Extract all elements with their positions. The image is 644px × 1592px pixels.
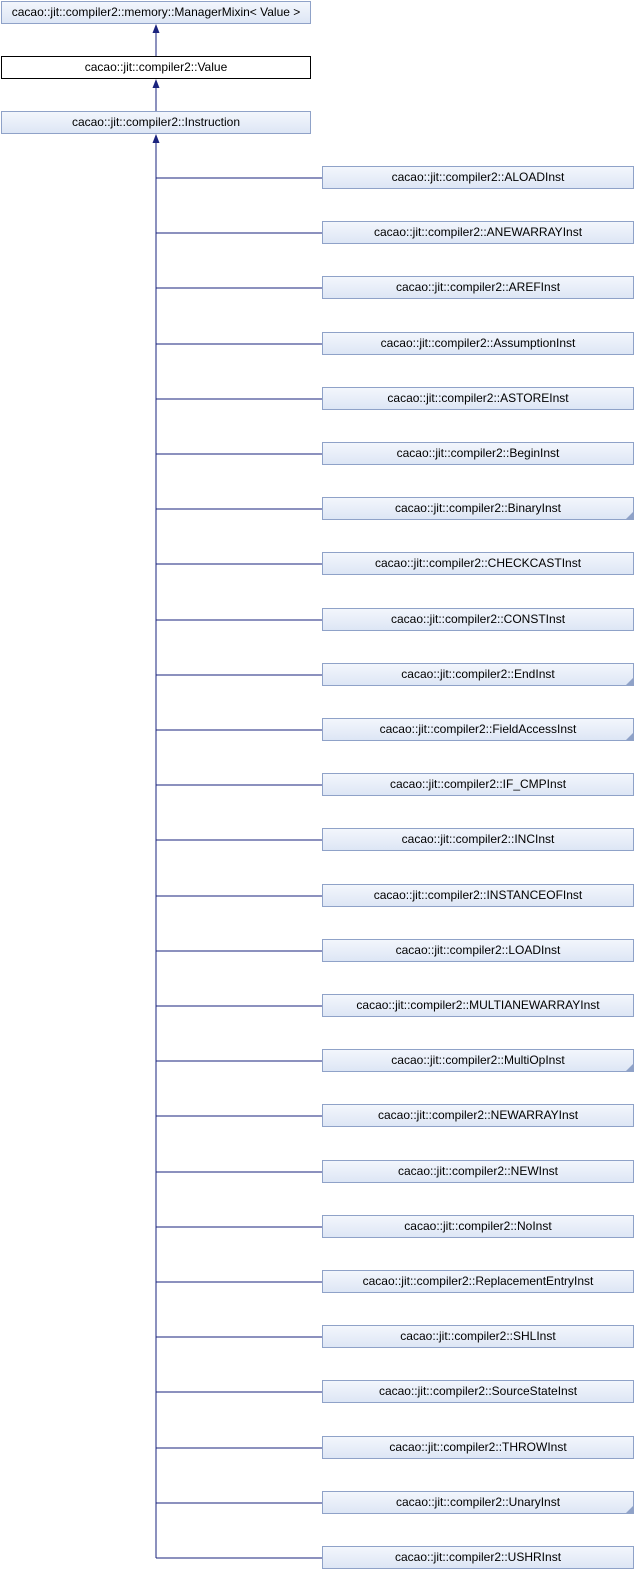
- class-node-label: cacao::jit::compiler2::CONSTInst: [390, 612, 566, 626]
- class-node-label: cacao::jit::compiler2::memory::ManagerMi…: [11, 5, 301, 19]
- class-node-label: cacao::jit::compiler2::IF_CMPInst: [389, 777, 567, 791]
- class-node-checkcastinst[interactable]: cacao::jit::compiler2::CHECKCASTInst: [322, 552, 634, 575]
- class-node-label: cacao::jit::compiler2::BinaryInst: [394, 501, 562, 515]
- class-node-newarrayinst[interactable]: cacao::jit::compiler2::NEWARRAYInst: [322, 1104, 634, 1127]
- class-node-label: cacao::jit::compiler2::MultiOpInst: [391, 1053, 565, 1067]
- class-node-label: cacao::jit::compiler2::FieldAccessInst: [379, 722, 577, 736]
- collapsed-children-marker: [626, 678, 633, 685]
- collapsed-children-marker: [626, 1506, 633, 1513]
- class-node-label: cacao::jit::compiler2::ANEWARRAYInst: [373, 225, 583, 239]
- class-node-begininst[interactable]: cacao::jit::compiler2::BeginInst: [322, 442, 634, 465]
- class-node-anewarrayinst[interactable]: cacao::jit::compiler2::ANEWARRAYInst: [322, 221, 634, 244]
- class-node-unaryinst[interactable]: cacao::jit::compiler2::UnaryInst: [322, 1491, 634, 1514]
- inheritance-arrow-icon: [152, 79, 160, 88]
- class-node-value: cacao::jit::compiler2::Value: [1, 56, 311, 79]
- class-node-label: cacao::jit::compiler2::NEWInst: [397, 1164, 559, 1178]
- class-node-label: cacao::jit::compiler2::INCInst: [401, 832, 555, 846]
- class-node-label: cacao::jit::compiler2::UnaryInst: [395, 1495, 561, 1509]
- class-node-label: cacao::jit::compiler2::AREFInst: [395, 280, 561, 294]
- class-node-label: cacao::jit::compiler2::ASTOREInst: [387, 391, 569, 405]
- class-node-label: cacao::jit::compiler2::THROWInst: [389, 1440, 567, 1454]
- class-node-aloadinst[interactable]: cacao::jit::compiler2::ALOADInst: [322, 166, 634, 189]
- class-node-replacemententryinst[interactable]: cacao::jit::compiler2::ReplacementEntryI…: [322, 1270, 634, 1293]
- class-node-ushrinst[interactable]: cacao::jit::compiler2::USHRInst: [322, 1546, 634, 1569]
- class-node-label: cacao::jit::compiler2::ALOADInst: [391, 170, 565, 184]
- class-node-incinst[interactable]: cacao::jit::compiler2::INCInst: [322, 828, 634, 851]
- class-node-label: cacao::jit::compiler2::CHECKCASTInst: [374, 556, 582, 570]
- class-node-label: cacao::jit::compiler2::Instruction: [71, 115, 241, 129]
- class-node-newinst[interactable]: cacao::jit::compiler2::NEWInst: [322, 1160, 634, 1183]
- class-node-label: cacao::jit::compiler2::AssumptionInst: [380, 336, 576, 350]
- class-node-label: cacao::jit::compiler2::Value: [84, 60, 228, 74]
- collapsed-children-marker: [626, 512, 633, 519]
- class-node-label: cacao::jit::compiler2::NEWARRAYInst: [377, 1108, 579, 1122]
- class-node-label: cacao::jit::compiler2::BeginInst: [396, 446, 560, 460]
- class-node-label: cacao::jit::compiler2::MULTIANEWARRAYIns…: [356, 998, 600, 1012]
- class-node-label: cacao::jit::compiler2::USHRInst: [394, 1550, 562, 1564]
- inheritance-arrow-icon: [152, 134, 160, 143]
- class-node-multianewarrayinst[interactable]: cacao::jit::compiler2::MULTIANEWARRAYIns…: [322, 994, 634, 1017]
- class-node-label: cacao::jit::compiler2::SourceStateInst: [378, 1384, 578, 1398]
- class-node-multiopinst[interactable]: cacao::jit::compiler2::MultiOpInst: [322, 1049, 634, 1072]
- class-node-binaryinst[interactable]: cacao::jit::compiler2::BinaryInst: [322, 497, 634, 520]
- class-node-fieldaccessinst[interactable]: cacao::jit::compiler2::FieldAccessInst: [322, 718, 634, 741]
- class-node-loadinst[interactable]: cacao::jit::compiler2::LOADInst: [322, 939, 634, 962]
- class-node-assumptioninst[interactable]: cacao::jit::compiler2::AssumptionInst: [322, 332, 634, 355]
- class-node-constinst[interactable]: cacao::jit::compiler2::CONSTInst: [322, 608, 634, 631]
- class-node-astoreinst[interactable]: cacao::jit::compiler2::ASTOREInst: [322, 387, 634, 410]
- class-node-throwinst[interactable]: cacao::jit::compiler2::THROWInst: [322, 1436, 634, 1459]
- class-node-label: cacao::jit::compiler2::EndInst: [401, 667, 555, 681]
- class-node-endinst[interactable]: cacao::jit::compiler2::EndInst: [322, 663, 634, 686]
- class-node-label: cacao::jit::compiler2::LOADInst: [395, 943, 561, 957]
- class-node-label: cacao::jit::compiler2::INSTANCEOFInst: [373, 888, 583, 902]
- class-node-label: cacao::jit::compiler2::NoInst: [404, 1219, 552, 1233]
- class-node-if-cmpinst[interactable]: cacao::jit::compiler2::IF_CMPInst: [322, 773, 634, 796]
- inheritance-arrow-icon: [152, 24, 160, 33]
- class-node-memory-managermixin-value[interactable]: cacao::jit::compiler2::memory::ManagerMi…: [1, 1, 311, 24]
- class-node-label: cacao::jit::compiler2::SHLInst: [400, 1329, 556, 1343]
- collapsed-children-marker: [626, 1064, 633, 1071]
- class-node-sourcestateinst[interactable]: cacao::jit::compiler2::SourceStateInst: [322, 1380, 634, 1403]
- class-node-instruction[interactable]: cacao::jit::compiler2::Instruction: [1, 111, 311, 134]
- collapsed-children-marker: [626, 733, 633, 740]
- class-node-noinst[interactable]: cacao::jit::compiler2::NoInst: [322, 1215, 634, 1238]
- class-node-instanceofinst[interactable]: cacao::jit::compiler2::INSTANCEOFInst: [322, 884, 634, 907]
- class-node-shlinst[interactable]: cacao::jit::compiler2::SHLInst: [322, 1325, 634, 1348]
- class-node-label: cacao::jit::compiler2::ReplacementEntryI…: [362, 1274, 594, 1288]
- class-node-arefinst[interactable]: cacao::jit::compiler2::AREFInst: [322, 276, 634, 299]
